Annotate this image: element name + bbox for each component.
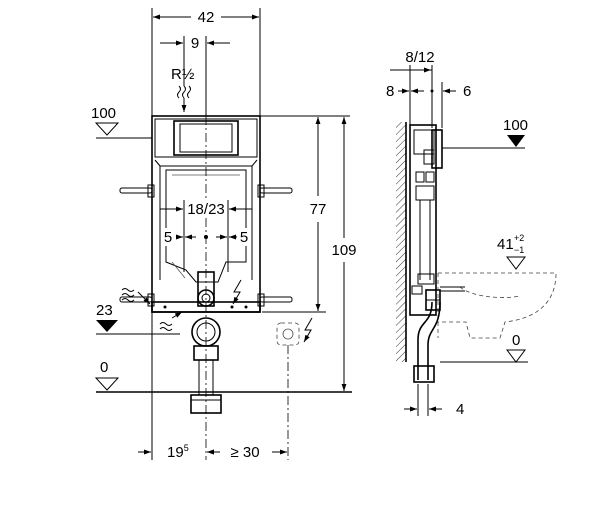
wc-bowl-outline: [437, 272, 557, 339]
side-level-floor-label: 0: [512, 332, 520, 349]
pipe-thread-label: R½: [171, 66, 195, 83]
dim-actuator-height-label: 77: [310, 201, 327, 218]
front-view: 42 9 R½ 100: [91, 8, 357, 461]
dimension-inner-offsets: 5 5: [161, 228, 251, 246]
side-frame: [409, 124, 443, 316]
dim-left-offset-label: 5: [164, 229, 172, 246]
dimension-bottom: 195 ≥ 30: [138, 312, 287, 461]
wall-hatch: [396, 122, 406, 362]
side-level-seat-tol-plus: +2: [514, 233, 524, 243]
level-top-label: 100: [91, 105, 116, 122]
socket-box-icon: [276, 317, 313, 460]
side-level-top-label: 100: [503, 117, 528, 134]
side-level-seat-tol-minus: −1: [514, 245, 524, 255]
level-floor-marker: 0: [94, 359, 352, 393]
dim-bolt-spacing-label: 18/23: [187, 201, 225, 218]
mounting-brackets: [119, 187, 293, 303]
dim-width-label: 42: [198, 9, 215, 26]
side-level-seat-marker: 41 +2 −1: [497, 233, 526, 270]
level-top-marker: 100: [91, 105, 152, 139]
dim-total-height-label: 109: [331, 242, 356, 259]
level-connection-label: 23: [96, 302, 113, 319]
dim-bottom-left-label: 195: [167, 443, 189, 461]
side-drain-pipe: [413, 301, 441, 383]
electrical-icon: [232, 279, 242, 305]
dimension-pipe-offset: 9: [160, 35, 230, 116]
water-supply-symbol: R½: [171, 66, 195, 112]
side-dim-left-label: 8: [386, 83, 394, 100]
side-level-floor-marker: 0: [440, 332, 528, 363]
dim-bottom-left-superscript: 5: [184, 443, 189, 453]
dimension-total-height: 109: [331, 117, 357, 391]
dimension-actuator-height: 77: [260, 115, 350, 313]
drain-pipe: [190, 317, 222, 414]
side-dim-right-label: 6: [463, 83, 471, 100]
side-dimension-bottom: 4: [404, 384, 464, 418]
side-dim-bottom-label: 4: [456, 401, 464, 418]
dim-pipe-offset-label: 9: [191, 35, 199, 52]
dimension-bolt-spacing: 18/23: [160, 200, 252, 272]
dim-bottom-right-label: ≥ 30: [230, 444, 259, 461]
dim-right-offset-label: 5: [240, 229, 248, 246]
level-connection-marker: 23: [96, 302, 183, 335]
side-dimension-top: 8/12 8 6: [386, 49, 471, 128]
side-dim-top-label: 8/12: [405, 49, 434, 66]
dimension-width: 42: [151, 8, 261, 116]
side-view: 8/12 8 6: [386, 49, 557, 418]
level-floor-label: 0: [100, 359, 108, 376]
drain-elbow: [197, 271, 215, 307]
flush-pipe: [440, 286, 465, 292]
side-level-top-marker: 100: [442, 117, 528, 149]
water-connection-icon: [121, 288, 151, 305]
side-level-seat-label: 41: [497, 236, 514, 253]
